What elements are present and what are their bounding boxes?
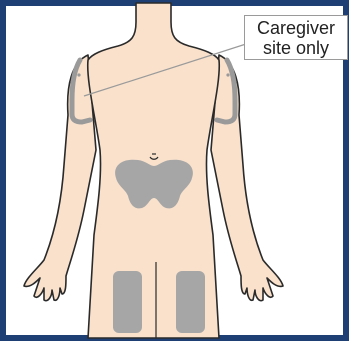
right-thigh-site	[176, 271, 205, 333]
callout-line-2: site only	[245, 38, 347, 58]
left-upper-arm-mark	[77, 73, 80, 76]
callout-line-1: Caregiver	[245, 18, 347, 38]
caregiver-site-callout: Caregiver site only	[244, 15, 348, 60]
right-upper-arm-mark	[226, 73, 229, 76]
left-thigh-site	[113, 271, 142, 333]
